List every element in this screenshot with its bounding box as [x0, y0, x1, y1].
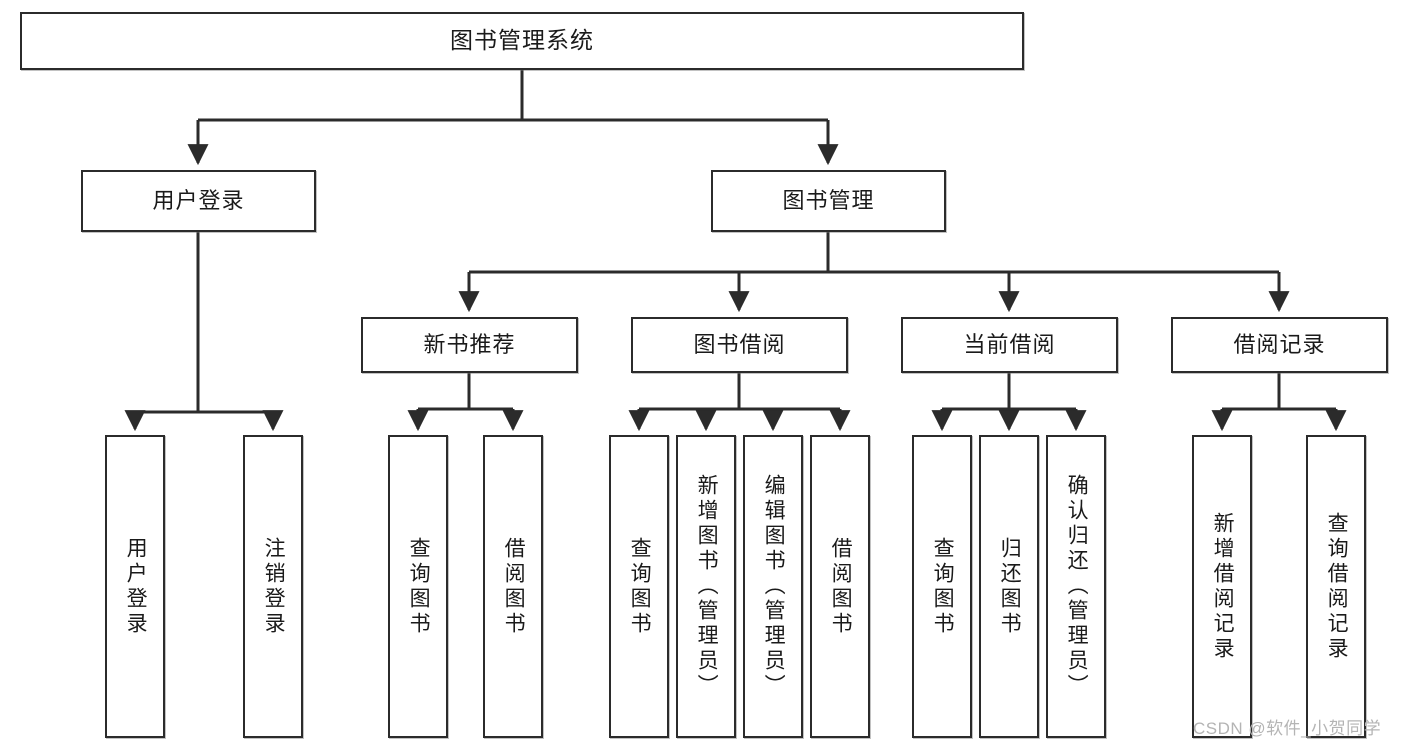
node-current-borrow[interactable]: 当前借阅 [901, 317, 1118, 373]
leaf-add-borrow-record[interactable]: 新增借阅记录 [1192, 435, 1252, 738]
csdn-watermark: CSDN @软件_小贺同学 [1193, 719, 1382, 738]
node-label: 查询图书 [407, 536, 431, 637]
node-label: 图书借阅 [693, 331, 786, 357]
node-label: 查询借阅记录 [1325, 511, 1349, 662]
node-borrow-record[interactable]: 借阅记录 [1171, 317, 1388, 373]
node-label: 注销登录 [262, 536, 286, 637]
leaf-user-login[interactable]: 用户登录 [105, 435, 165, 738]
node-label: 确认归还（管理员） [1065, 474, 1089, 699]
node-book-borrow[interactable]: 图书借阅 [631, 317, 848, 373]
node-label: 借阅图书 [829, 536, 853, 637]
leaf-borrow-book-newbook[interactable]: 借阅图书 [483, 435, 543, 738]
leaf-user-logout[interactable]: 注销登录 [243, 435, 303, 738]
node-label: 借阅图书 [502, 536, 526, 637]
leaf-return-book[interactable]: 归还图书 [979, 435, 1039, 738]
leaf-query-book-borrow[interactable]: 查询图书 [609, 435, 669, 738]
node-label: 查询图书 [628, 536, 652, 637]
leaf-add-book-admin[interactable]: 新增图书（管理员） [676, 435, 736, 738]
node-label: 新增借阅记录 [1211, 511, 1235, 662]
node-new-book-recommend[interactable]: 新书推荐 [361, 317, 578, 373]
leaf-edit-book-admin[interactable]: 编辑图书（管理员） [743, 435, 803, 738]
node-label: 用户登录 [152, 187, 245, 213]
leaf-borrow-book-borrow[interactable]: 借阅图书 [810, 435, 870, 738]
node-label: 编辑图书（管理员） [762, 474, 786, 699]
node-label: 当前借阅 [963, 331, 1056, 357]
node-label: 新增图书（管理员） [695, 474, 719, 699]
node-user-login[interactable]: 用户登录 [81, 170, 316, 232]
leaf-query-book-newbook[interactable]: 查询图书 [388, 435, 448, 738]
node-label: 图书管理系统 [450, 27, 594, 54]
node-root-system[interactable]: 图书管理系统 [20, 12, 1024, 70]
node-label: 归还图书 [998, 536, 1022, 637]
node-label: 查询图书 [931, 536, 955, 637]
node-label: 用户登录 [124, 536, 148, 637]
leaf-confirm-return-admin[interactable]: 确认归还（管理员） [1046, 435, 1106, 738]
node-book-management[interactable]: 图书管理 [711, 170, 946, 232]
node-label: 新书推荐 [423, 331, 516, 357]
node-label: 借阅记录 [1233, 331, 1326, 357]
node-label: 图书管理 [782, 187, 875, 213]
leaf-query-borrow-record[interactable]: 查询借阅记录 [1306, 435, 1366, 738]
leaf-query-book-current[interactable]: 查询图书 [912, 435, 972, 738]
